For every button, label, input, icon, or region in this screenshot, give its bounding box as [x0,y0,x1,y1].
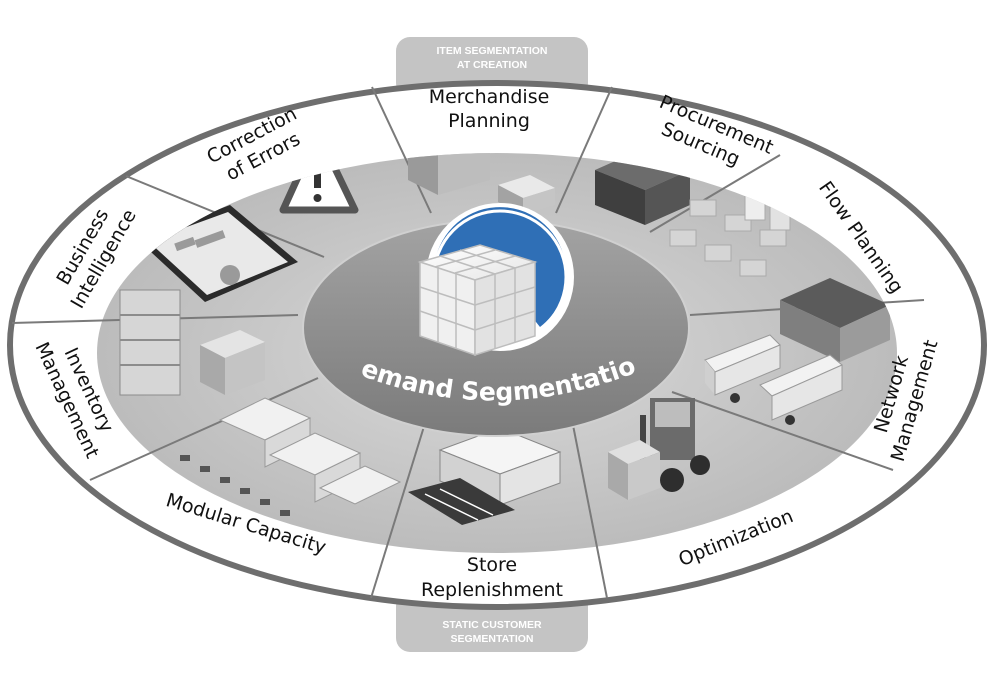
bottom-tab-line-1: STATIC CUSTOMER [442,619,542,631]
segment-store-replenishment-line-2: Replenishment [421,579,563,601]
warehouse-illustration [780,278,890,362]
forklift-illustration [608,398,710,500]
store-building-illustration [408,427,562,525]
segment-merchandise-planning-line-1: Merchandise [429,86,550,108]
top-tab-line-2: AT CREATION [457,59,527,71]
trucks-illustration [704,334,843,425]
modular-shelving-illustration [180,397,402,516]
segment-merchandise-planning-line-2: Planning [448,110,530,132]
bottom-tab-line-2: SEGMENTATION [450,633,533,645]
inventory-racks-illustration [119,289,265,396]
top-tab-line-1: ITEM SEGMENTATION [436,45,547,57]
cube-icon [417,244,538,357]
segment-store-replenishment-line-1: Store [467,554,517,576]
